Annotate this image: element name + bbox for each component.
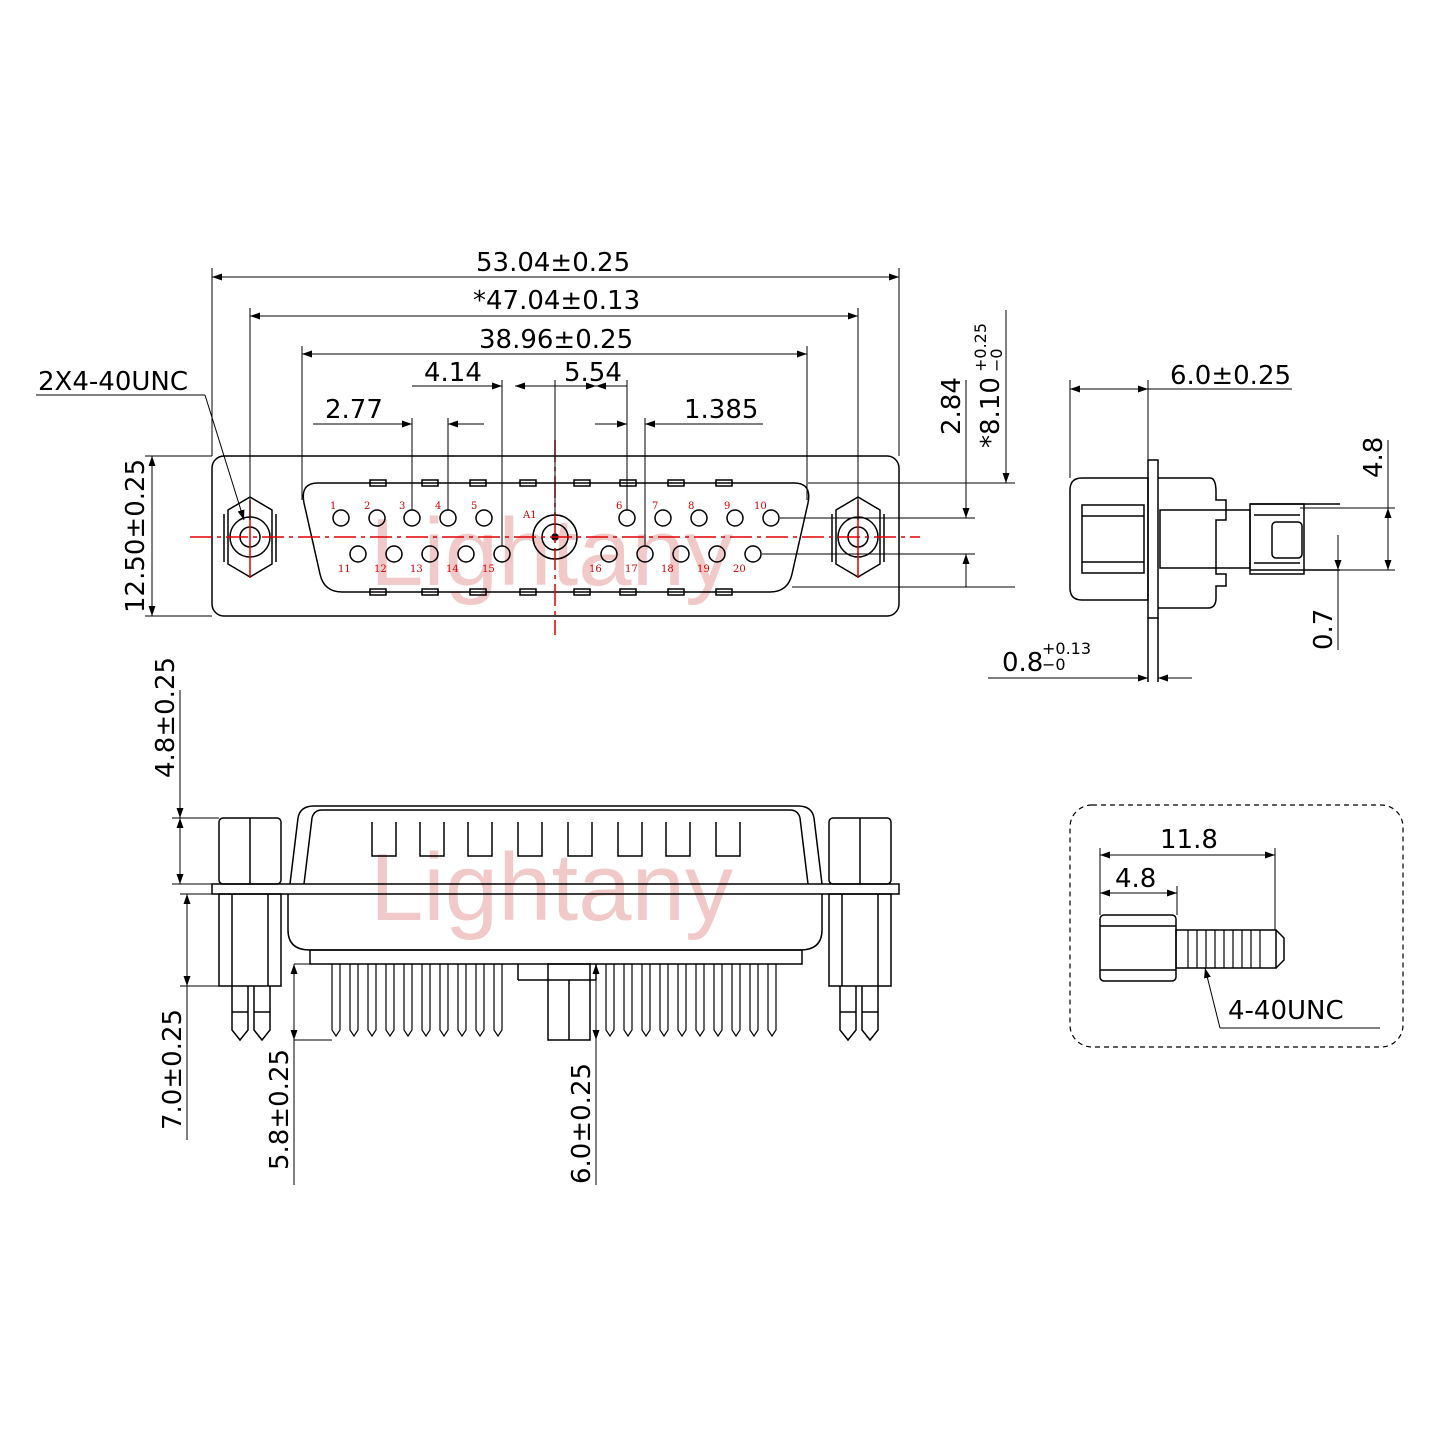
contact-8 xyxy=(690,509,708,527)
dim-shell-height: *8.10 xyxy=(976,377,1006,448)
contact-11 xyxy=(349,545,367,563)
pin-label-10: 10 xyxy=(754,501,767,512)
dim-pitch-b: 5.54 xyxy=(564,358,622,388)
coax-label: A1 xyxy=(522,510,537,521)
dim-shell-height-tol-minus: −0 xyxy=(987,348,1006,372)
dim-pin-gap: 4.8 xyxy=(1359,437,1389,478)
bottom-pin-tails xyxy=(331,964,777,1038)
pin-label-13: 13 xyxy=(410,564,423,575)
contact-10 xyxy=(762,509,780,527)
screw-detail xyxy=(1069,804,1404,1048)
pin-label-14: 14 xyxy=(446,564,459,575)
contact-14 xyxy=(457,545,475,563)
dim-flange-tol-plus: +0.13 xyxy=(1042,639,1091,658)
detail-dimension-lines xyxy=(1099,848,1380,1029)
front-dimension-lines xyxy=(36,268,1015,617)
bottom-slots xyxy=(371,822,741,857)
pin-label-16: 16 xyxy=(589,564,602,575)
dim-hex-height: 4.8±0.25 xyxy=(151,657,181,778)
pin-label-18: 18 xyxy=(661,564,674,575)
pin-label-6: 6 xyxy=(616,501,622,512)
dim-signal-pin: 5.8±0.25 xyxy=(265,1049,295,1170)
pin-label-5: 5 xyxy=(471,501,477,512)
bottom-shell-upper xyxy=(289,805,823,885)
contact-2 xyxy=(368,509,386,527)
detail-thread-body xyxy=(1175,929,1277,969)
bottom-right-boardlock xyxy=(839,986,879,1042)
contact-20 xyxy=(744,545,762,563)
dim-pitch-a: 4.14 xyxy=(424,358,482,388)
dim-total-length: 11.8 xyxy=(1160,825,1218,855)
dim-mount-spacing: *47.04±0.13 xyxy=(473,286,640,316)
shell-dimples xyxy=(369,479,733,596)
contact-9 xyxy=(726,509,744,527)
side-insulator xyxy=(1158,477,1227,609)
front-contacts xyxy=(332,509,780,563)
pin-label-1: 1 xyxy=(330,501,336,512)
dim-height: 12.50±0.25 xyxy=(121,459,151,613)
pin-labels: 1 2 3 4 5 6 7 8 9 10 11 12 13 14 15 16 1… xyxy=(330,501,767,575)
dim-shell-height-tol-plus: +0.25 xyxy=(971,323,990,372)
pin-label-4: 4 xyxy=(435,501,441,512)
contact-7 xyxy=(654,509,672,527)
detail-frame xyxy=(1069,804,1404,1048)
dim-pitch-c: 2.77 xyxy=(325,395,383,425)
contact-12 xyxy=(385,545,403,563)
contact-16 xyxy=(600,545,618,563)
bottom-left-standoff xyxy=(218,893,282,987)
detail-thread-lines xyxy=(1187,930,1261,968)
watermark-bottom: Lightany xyxy=(370,834,733,941)
pin-label-19: 19 xyxy=(697,564,710,575)
contact-18 xyxy=(672,545,690,563)
dim-row-offset: 2.84 xyxy=(937,377,967,435)
bottom-flange xyxy=(211,883,900,895)
contact-19 xyxy=(708,545,726,563)
dim-flange-tol-minus: −0 xyxy=(1042,655,1066,674)
pin-label-15: 15 xyxy=(482,564,495,575)
dim-flange: 0.8 xyxy=(1002,648,1043,678)
side-dimension-lines xyxy=(988,380,1395,682)
side-coax-tip xyxy=(1271,521,1303,559)
pin-label-3: 3 xyxy=(399,501,405,512)
pin-label-9: 9 xyxy=(724,501,730,512)
bottom-left-boardlock xyxy=(231,986,271,1042)
dim-pitch-d: 1.385 xyxy=(684,395,758,425)
pin-label-17: 17 xyxy=(625,564,638,575)
dim-depth: 6.0±0.25 xyxy=(1170,361,1291,391)
side-coax-body xyxy=(1159,509,1251,569)
dim-pin-dia: 0.7 xyxy=(1309,609,1339,650)
thread-label-front: 2X4-40UNC xyxy=(38,367,188,397)
pin-label-2: 2 xyxy=(364,501,370,512)
pin-label-7: 7 xyxy=(652,501,658,512)
bottom-right-standoff xyxy=(828,893,892,987)
bottom-dimension-lines xyxy=(172,690,600,1185)
pin-label-8: 8 xyxy=(688,501,694,512)
dim-coax-pin: 6.0±0.25 xyxy=(567,1063,597,1184)
side-view xyxy=(1069,459,1340,682)
contact-1 xyxy=(332,509,350,527)
side-hex xyxy=(1081,504,1145,574)
dim-tail-length: 7.0±0.25 xyxy=(158,1009,188,1130)
side-flange xyxy=(1147,459,1159,619)
pin-label-20: 20 xyxy=(733,564,746,575)
pin-label-11: 11 xyxy=(338,564,351,575)
front-d-shell xyxy=(302,482,810,593)
dim-head-length: 4.8 xyxy=(1115,864,1156,894)
side-shell xyxy=(1069,477,1149,601)
bottom-view xyxy=(211,805,900,1042)
pin-label-12: 12 xyxy=(374,564,387,575)
contact-5 xyxy=(475,509,493,527)
contact-13 xyxy=(421,545,439,563)
left-hex-inner xyxy=(223,514,277,562)
dim-overall-width: 53.04±0.25 xyxy=(476,248,630,278)
thread-label-detail: 4-40UNC xyxy=(1228,996,1344,1026)
detail-hex-head xyxy=(1099,914,1177,982)
dim-shell-width: 38.96±0.25 xyxy=(479,325,633,355)
